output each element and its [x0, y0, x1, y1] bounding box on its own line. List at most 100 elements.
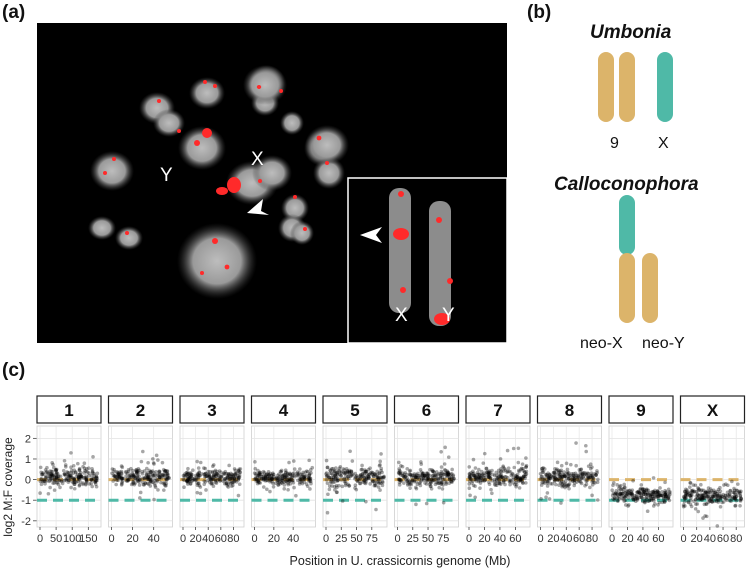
- data-point: [553, 475, 557, 480]
- data-point: [435, 476, 439, 481]
- data-point: [666, 495, 671, 500]
- data-point: [301, 475, 306, 479]
- data-point: [167, 476, 171, 480]
- data-point: [79, 476, 83, 480]
- data-point: [409, 482, 413, 487]
- data-point: [422, 473, 427, 478]
- data-point: [47, 474, 52, 479]
- data-point: [511, 472, 515, 476]
- data-point: [665, 497, 669, 501]
- data-point: [306, 476, 311, 481]
- data-point: [540, 470, 545, 475]
- x-tick-label: 20: [691, 533, 703, 545]
- data-point: [197, 473, 202, 478]
- data-point: [396, 471, 401, 475]
- data-point: [702, 496, 707, 500]
- data-point: [559, 501, 563, 505]
- data-point: [414, 486, 419, 491]
- data-point: [224, 478, 229, 482]
- data-point: [210, 470, 215, 475]
- data-point: [415, 476, 420, 480]
- data-point: [377, 481, 381, 486]
- data-point: [545, 484, 550, 488]
- data-point: [650, 496, 654, 501]
- data-point: [347, 476, 351, 481]
- data-point: [141, 449, 145, 454]
- data-point: [46, 472, 51, 476]
- data-point: [467, 465, 472, 469]
- data-point: [629, 491, 634, 496]
- data-point: [279, 480, 284, 485]
- data-point: [615, 495, 620, 500]
- data-point: [630, 495, 634, 500]
- data-point: [714, 499, 719, 504]
- data-point: [586, 476, 590, 480]
- data-point: [236, 469, 241, 473]
- data-point: [415, 482, 420, 486]
- data-point: [84, 480, 89, 484]
- data-point: [572, 474, 576, 478]
- data-point: [364, 476, 369, 480]
- data-point: [663, 493, 667, 497]
- data-point: [663, 480, 667, 485]
- data-point: [655, 492, 659, 496]
- data-point: [487, 482, 492, 487]
- data-point: [648, 493, 652, 498]
- data-point: [151, 474, 156, 478]
- data-point: [556, 468, 561, 473]
- data-point: [197, 471, 202, 475]
- data-point: [84, 475, 88, 480]
- data-point: [566, 477, 571, 481]
- data-point: [189, 474, 194, 479]
- data-point: [580, 472, 585, 477]
- data-point: [225, 483, 230, 488]
- data-point: [296, 474, 301, 478]
- data-point: [432, 478, 436, 482]
- data-point: [82, 471, 87, 475]
- data-point: [516, 460, 521, 465]
- data-point: [343, 483, 348, 488]
- data-point: [126, 478, 131, 482]
- data-point: [738, 498, 742, 502]
- data-point: [222, 471, 226, 475]
- data-point: [648, 492, 653, 497]
- data-point: [267, 476, 271, 481]
- data-point: [163, 476, 168, 481]
- data-point: [95, 478, 99, 483]
- data-point: [380, 470, 384, 475]
- data-point: [188, 473, 193, 477]
- data-point: [150, 469, 155, 473]
- data-point: [497, 481, 502, 485]
- data-point: [202, 472, 206, 477]
- data-point: [307, 473, 312, 478]
- data-point: [630, 492, 634, 496]
- data-point: [639, 495, 643, 499]
- data-point: [650, 494, 655, 499]
- data-point: [561, 472, 566, 477]
- data-point: [346, 482, 350, 487]
- data-point: [237, 482, 242, 487]
- data-point: [62, 478, 67, 483]
- data-point: [421, 474, 426, 479]
- data-point: [140, 469, 145, 474]
- data-point: [662, 491, 667, 495]
- data-point: [94, 475, 99, 479]
- data-point: [219, 470, 223, 475]
- data-point: [568, 476, 572, 481]
- data-point: [328, 468, 332, 472]
- data-point: [514, 483, 519, 487]
- data-point: [273, 476, 277, 481]
- data-point: [732, 486, 736, 491]
- data-point: [397, 480, 402, 485]
- data-point: [712, 494, 717, 499]
- data-point: [594, 473, 598, 477]
- data-point: [716, 487, 721, 492]
- data-point: [226, 476, 230, 481]
- data-point: [48, 469, 52, 473]
- data-point: [644, 487, 649, 491]
- data-point: [55, 470, 59, 475]
- data-point: [579, 476, 584, 480]
- data-point: [157, 475, 162, 479]
- data-point: [220, 475, 224, 480]
- data-point: [431, 469, 435, 474]
